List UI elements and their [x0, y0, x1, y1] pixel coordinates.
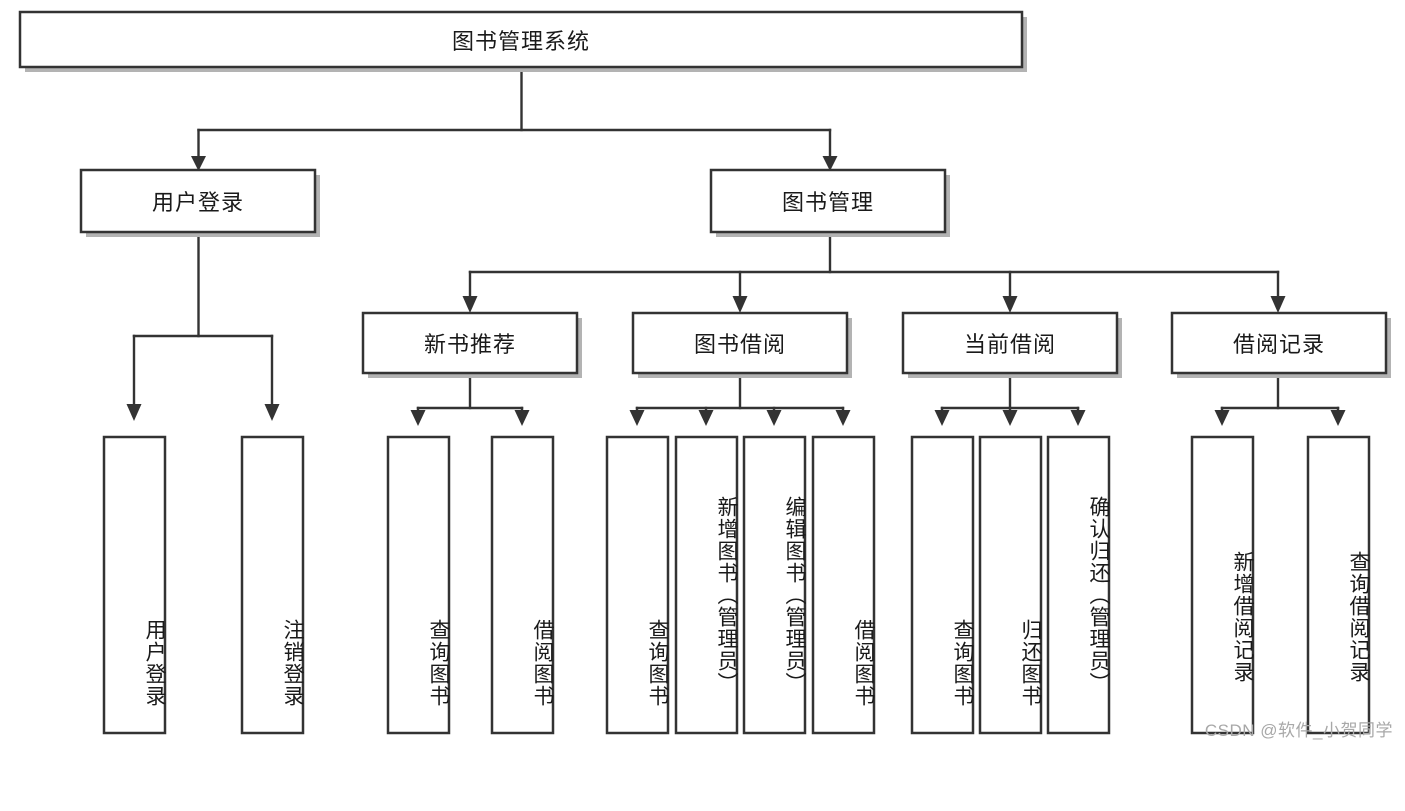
- arrow-head-recommend: [462, 296, 478, 313]
- node-root[interactable]: [18, 10, 1024, 69]
- flowchart-canvas: [18, 10, 1391, 735]
- node-layer: [18, 10, 1391, 735]
- node-book-borrow[interactable]: [631, 311, 849, 375]
- arrow-head-current-leaf2: [1002, 410, 1018, 426]
- node-leaf-user-login-1[interactable]: [240, 435, 305, 735]
- arrow-head-current-leaf3: [1070, 410, 1086, 426]
- arrow-head-record: [1270, 296, 1286, 313]
- node-current-borrow[interactable]: [901, 311, 1119, 375]
- node-leaf-current-0[interactable]: [910, 435, 975, 735]
- arrow-head-book-mgmt: [822, 156, 838, 171]
- arrow-head-user-login: [191, 156, 206, 171]
- arrow-head-record-leaf2: [1330, 410, 1346, 426]
- connector-layer: [126, 67, 1346, 426]
- node-leaf-borrow-0[interactable]: [605, 435, 670, 735]
- node-leaf-recommend-1[interactable]: [490, 435, 555, 735]
- node-leaf-current-1[interactable]: [978, 435, 1043, 735]
- node-leaf-recommend-0[interactable]: [386, 435, 451, 735]
- node-user-login[interactable]: [79, 168, 317, 234]
- arrow-head-current: [1002, 296, 1018, 313]
- arrow-head-borrow-leaf4: [835, 410, 851, 426]
- arrow-head-record-leaf1: [1214, 410, 1230, 426]
- node-new-book-recommend[interactable]: [361, 311, 579, 375]
- arrow-head-borrow-leaf2: [698, 410, 714, 426]
- flowchart-diagram: 图书管理系统 用户登录 图书管理 新书推荐 图书借阅 当前借阅 借阅记录 用户登…: [18, 10, 1393, 740]
- node-leaf-borrow-1[interactable]: [674, 435, 739, 735]
- node-leaf-user-login-0[interactable]: [102, 435, 167, 735]
- arrow-head-recommend-leaf2: [514, 410, 530, 426]
- node-leaf-current-2[interactable]: [1046, 435, 1111, 735]
- node-leaf-borrow-2[interactable]: [742, 435, 807, 735]
- node-leaf-borrow-3[interactable]: [811, 435, 876, 735]
- watermark-text: CSDN @软件_小贺同学: [1204, 721, 1393, 740]
- arrow-head-current-leaf1: [934, 410, 950, 426]
- arrow-head-user-login-leaf2: [264, 404, 280, 421]
- arrow-head-borrow-leaf3: [766, 410, 782, 426]
- node-leaf-record-0[interactable]: [1190, 435, 1255, 735]
- node-borrow-record[interactable]: [1170, 311, 1388, 375]
- node-book-mgmt[interactable]: [709, 168, 947, 234]
- arrow-head-recommend-leaf1: [410, 410, 426, 426]
- arrow-head-user-login-leaf1: [126, 404, 142, 421]
- arrow-head-borrow-leaf1: [629, 410, 645, 426]
- node-leaf-record-1[interactable]: [1306, 435, 1371, 735]
- arrow-head-borrow: [732, 296, 748, 313]
